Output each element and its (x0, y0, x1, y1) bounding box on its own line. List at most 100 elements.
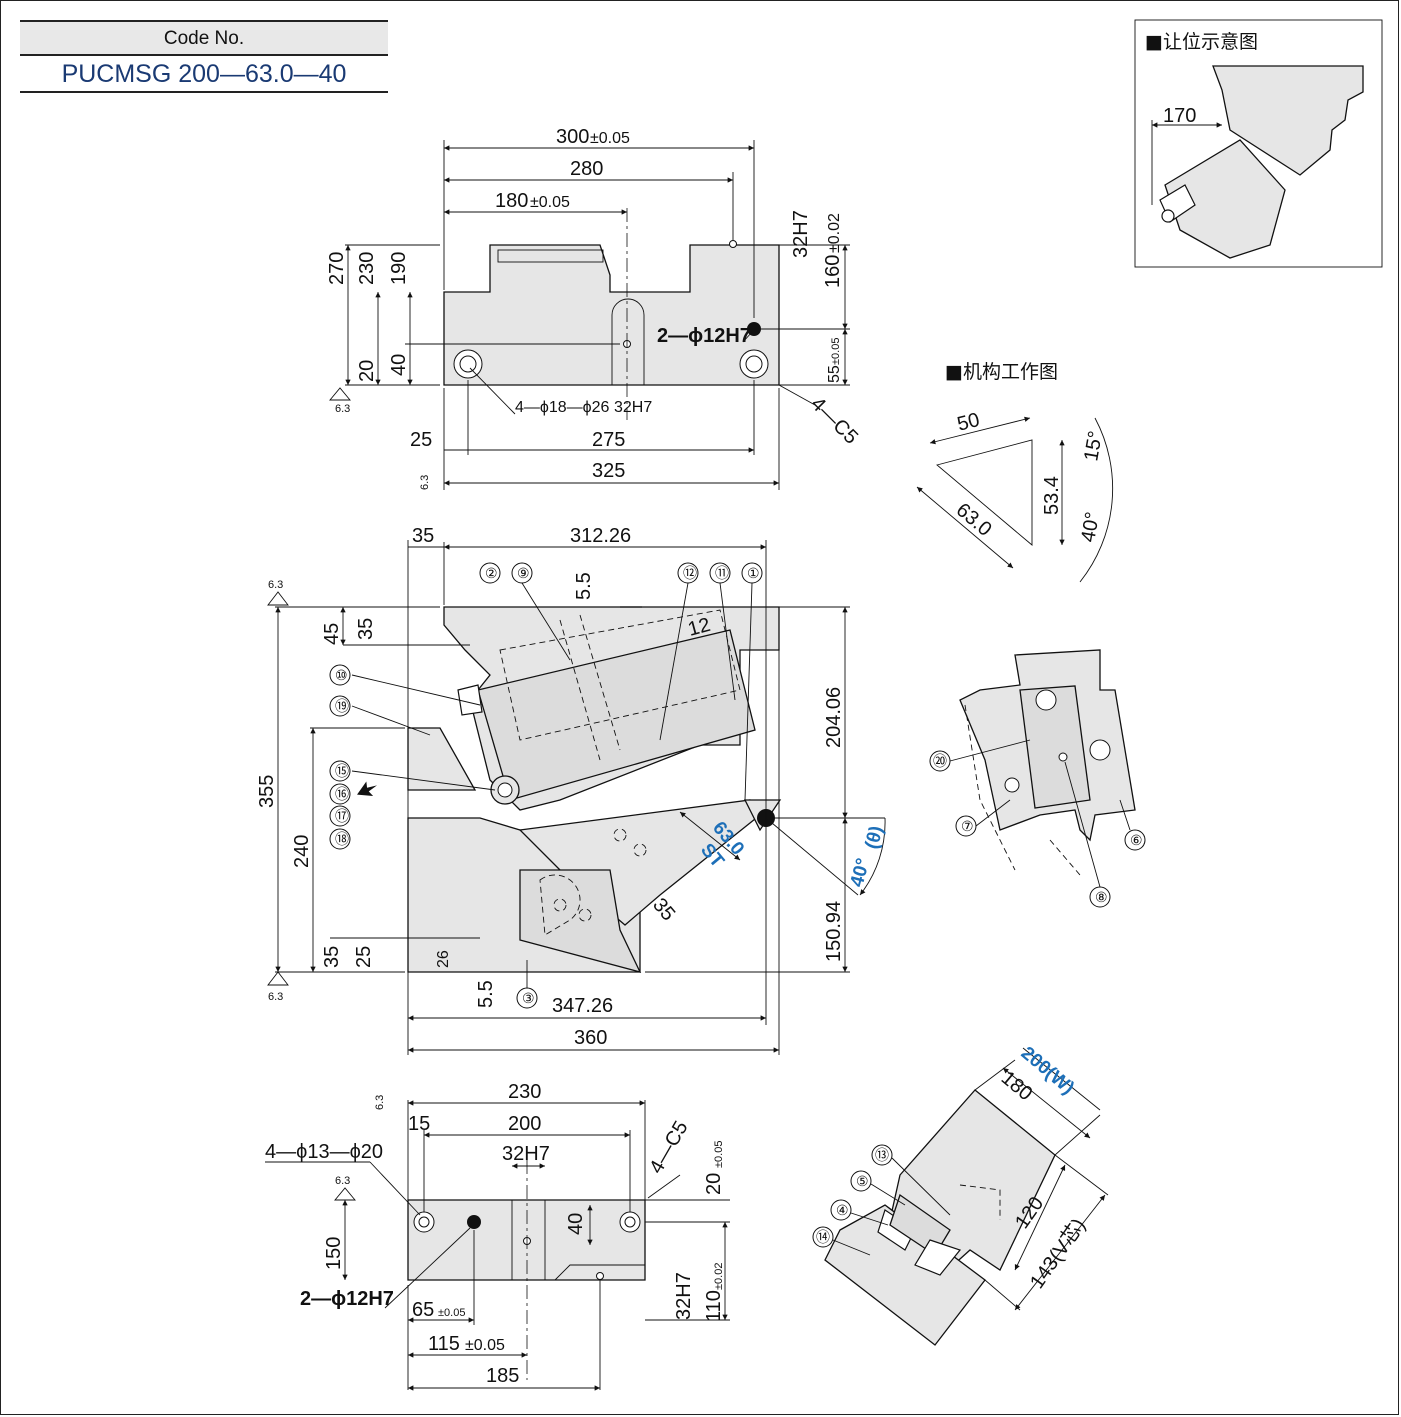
bottom-dim-32h7: 32H7 (502, 1143, 550, 1165)
top-dim-20: 20 (356, 360, 378, 382)
front-angle-line (765, 817, 859, 896)
iso-lower-block (824, 1204, 986, 1346)
bottom-chamfer-leader (647, 1174, 681, 1199)
front-dim-35c: 35 (321, 946, 343, 968)
hidden-bolt-1 (613, 828, 627, 842)
top-dim-180-tol: ±0.05 (530, 194, 570, 211)
top-slot-label: 32H7 (614, 399, 652, 416)
bottom-holes-label: 4—ϕ13—ϕ20 (265, 1141, 383, 1163)
top-dim-180: 180 (495, 190, 528, 212)
mechanism-diagram: ■机构工作图 50 53.4 63.0 15° 40° (916, 361, 1114, 583)
iso-part-cam (914, 1239, 962, 1276)
iso-ext-4 (984, 1279, 1021, 1311)
bottom-step (554, 1264, 645, 1281)
cam-slider (477, 629, 756, 801)
detail-part-7: ⑦ (961, 818, 974, 834)
front-dim-20406: 204.06 (823, 687, 845, 748)
detail-break-lines (964, 704, 1081, 876)
iso-part-14: ⑭ (816, 1229, 830, 1245)
top-dim-325: 325 (592, 460, 625, 482)
detail-part-20: ⑳ (933, 753, 947, 769)
hidden-cam-outline (499, 609, 741, 741)
iso-ext-2 (1054, 1114, 1101, 1156)
top-view: 300 ±0.05 280 180 ±0.05 160 ±0.02 55 ±0.… (326, 126, 862, 490)
bottom-bolt-right (619, 1211, 641, 1233)
top-pin-mark (747, 322, 761, 336)
part-callouts: ② ⑨ ⑫ ⑪ ① ⑩ ⑲ ⑮ ⑯ ⑰ ⑱ ③ (329, 562, 763, 1009)
part-17: ⑰ (335, 808, 349, 824)
driver-lower (519, 869, 642, 973)
detail-view: ⑳ ⑦ ⑧ ⑥ (929, 649, 1146, 908)
top-pin-leader (742, 331, 753, 343)
iso-hidden (959, 1184, 1001, 1220)
part-1: ① (747, 565, 760, 581)
mech-dim-534: 53.4 (1041, 476, 1063, 515)
bottom-bolt-left (413, 1211, 435, 1233)
top-slot (611, 298, 645, 385)
front-angle-arc (859, 817, 886, 896)
bottom-roughness: 6.3 (335, 1175, 350, 1187)
mech-dim-630-line (916, 486, 1014, 569)
bottom-view: 230 15 200 32H7 4—ϕ13—ϕ20 4—C5 20 ±0.05 … (265, 1081, 730, 1391)
iso-part-5-label: ⑤ (856, 1173, 869, 1189)
hidden-bolt-2 (633, 843, 647, 857)
inset-title: ■让位示意图 (1145, 31, 1258, 53)
front-roughness-mark (267, 591, 289, 606)
bottom-dim-110-tol: ±0.02 (713, 1263, 725, 1290)
bottom-dim-15: 15 (408, 1113, 430, 1135)
part-11: ⑪ (715, 565, 729, 581)
hidden-spring-line (559, 619, 601, 761)
front-dim-15094: 150.94 (823, 901, 845, 962)
top-dim-55-tol: ±0.05 (830, 338, 842, 365)
front-dim-55b: 5.5 (475, 980, 497, 1008)
bottom-dim-115-tol: ±0.05 (465, 1337, 505, 1354)
part-12: ⑫ (683, 565, 697, 581)
top-chamfer-label: 4—C5 (806, 393, 862, 449)
top-bolt-hole-left (453, 349, 483, 379)
iso-ext-1 (974, 1059, 1016, 1091)
bottom-dim-110: 110 (703, 1290, 725, 1322)
top-chamfer-leader (778, 384, 816, 406)
front-dim-360: 360 (574, 1027, 607, 1049)
part-15: ⑮ (335, 763, 349, 779)
inset-cam-block (1164, 139, 1286, 259)
top-dim-32h7: 32H7 (790, 210, 812, 258)
slider-key (457, 684, 483, 716)
front-view: 35 312.26 5.5 12 204.06 150.94 40° (θ) 6… (256, 525, 888, 1055)
bottom-pin-leader (384, 1227, 471, 1309)
inset-die-block (1212, 65, 1364, 176)
top-roughness-b: 6.3 (419, 475, 431, 490)
front-dim-26: 26 (435, 950, 452, 968)
inset-dim-170: 170 (1163, 105, 1196, 127)
iso-dim-143-line (1014, 1194, 1106, 1311)
iso-part-4-label: ④ (836, 1202, 849, 1218)
front-dim-31226: 312.26 (570, 525, 631, 547)
top-pin-hole-2 (729, 240, 737, 248)
hidden-bolt-3 (553, 898, 567, 912)
top-bolt-hole-right (739, 349, 769, 379)
bottom-pin-label: 2—ϕ12H7 (300, 1288, 394, 1310)
top-dim-160: 160 (822, 255, 844, 288)
bottom-dim-115: 115 (428, 1333, 460, 1355)
mech-angle-15: 15° (1080, 429, 1107, 463)
hidden-bolt-4 (578, 908, 592, 922)
bottom-slot (511, 1200, 546, 1280)
iso-dim-200-line (1022, 1047, 1101, 1111)
part-19: ⑲ (335, 698, 349, 714)
top-dim-300-tol: ±0.05 (590, 130, 630, 147)
top-dim-275: 275 (592, 429, 625, 451)
front-roughness-2: 6.3 (268, 991, 283, 1003)
part-10: ⑩ (335, 667, 348, 683)
top-holes-label: 4—ϕ18—ϕ26 (515, 399, 610, 416)
top-dim-300: 300 (556, 126, 589, 148)
top-dim-25: 25 (410, 429, 432, 451)
roller-center (497, 782, 513, 798)
detail-slider (1019, 685, 1091, 809)
mech-dim-50-line (929, 416, 1031, 445)
detail-bolt-3 (1004, 777, 1020, 793)
view-arrow (357, 781, 377, 796)
hidden-pocket (539, 874, 581, 936)
front-dim-35: 35 (412, 525, 434, 547)
